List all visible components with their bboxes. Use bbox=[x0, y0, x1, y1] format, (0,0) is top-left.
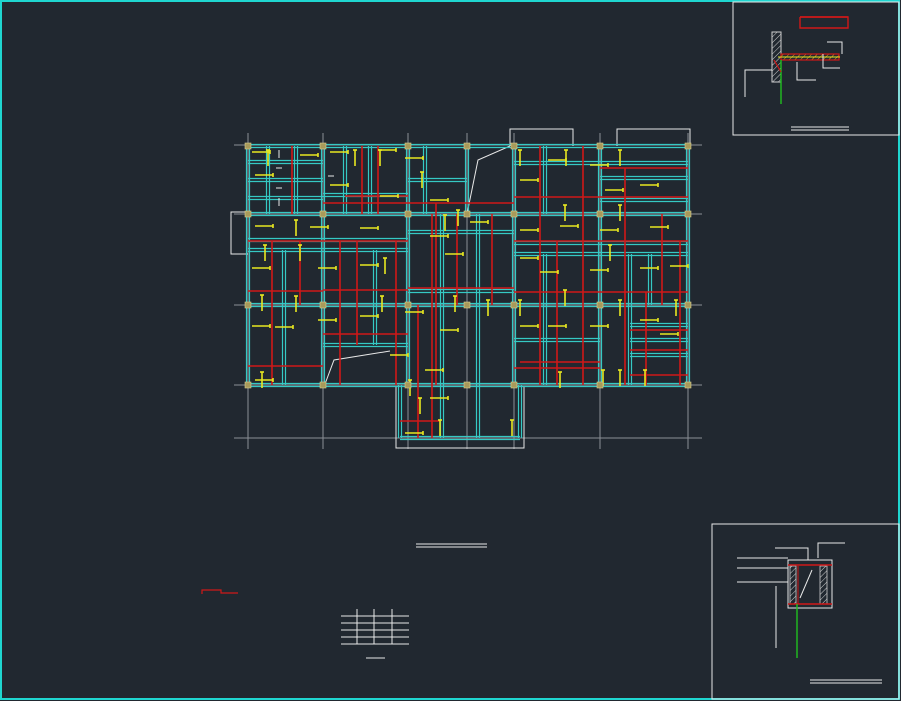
column-markers bbox=[244, 142, 692, 389]
detail-box-top-right bbox=[732, 1, 900, 136]
column-marker-icon bbox=[684, 301, 692, 309]
column-marker-icon bbox=[510, 381, 518, 389]
column-marker-icon bbox=[596, 381, 604, 389]
outline-left-bay bbox=[230, 211, 248, 255]
detail-2-border bbox=[711, 523, 900, 700]
outline-bottom-bay bbox=[395, 386, 525, 449]
building-outline bbox=[230, 128, 691, 449]
column-marker-icon bbox=[244, 142, 252, 150]
column-marker-icon bbox=[684, 210, 692, 218]
column-marker-icon bbox=[244, 210, 252, 218]
detail-2-beam-hatch-left bbox=[789, 565, 797, 605]
column-marker-icon bbox=[596, 210, 604, 218]
plan-title-underline bbox=[416, 543, 487, 548]
column-marker-icon bbox=[319, 301, 327, 309]
detail-box-bottom-right bbox=[711, 523, 900, 700]
column-marker-icon bbox=[244, 381, 252, 389]
legend-rebar-mark bbox=[201, 589, 238, 594]
column-marker-icon bbox=[510, 210, 518, 218]
column-marker-icon bbox=[404, 142, 412, 150]
detail-2-beam-hatch-right bbox=[819, 565, 828, 605]
column-marker-icon bbox=[244, 301, 252, 309]
detail-2-beam bbox=[787, 559, 833, 609]
detail-1-border bbox=[732, 1, 900, 136]
outline-top-bay-1 bbox=[509, 128, 574, 146]
column-marker-icon bbox=[463, 301, 471, 309]
legend-table bbox=[341, 609, 409, 659]
column-marker-icon bbox=[463, 210, 471, 218]
detail-1-rebar-hook bbox=[799, 16, 849, 29]
outline-top-bay-2 bbox=[616, 128, 691, 146]
stair-line-bottom bbox=[324, 350, 391, 385]
column-marker-icon bbox=[596, 301, 604, 309]
column-marker-icon bbox=[463, 381, 471, 389]
column-marker-icon bbox=[510, 301, 518, 309]
column-marker-icon bbox=[596, 142, 604, 150]
room-tags bbox=[276, 150, 334, 206]
column-marker-icon bbox=[319, 142, 327, 150]
rebar-layer bbox=[248, 146, 688, 438]
stair-line-top bbox=[466, 145, 511, 215]
column-marker-icon bbox=[684, 381, 692, 389]
column-marker-icon bbox=[510, 142, 518, 150]
column-marker-icon bbox=[404, 210, 412, 218]
column-marker-icon bbox=[404, 301, 412, 309]
column-marker-icon bbox=[684, 142, 692, 150]
column-marker-icon bbox=[319, 210, 327, 218]
column-marker-icon bbox=[463, 142, 471, 150]
annotation-layer bbox=[252, 148, 689, 436]
column-marker-icon bbox=[404, 381, 412, 389]
column-marker-icon bbox=[319, 381, 327, 389]
